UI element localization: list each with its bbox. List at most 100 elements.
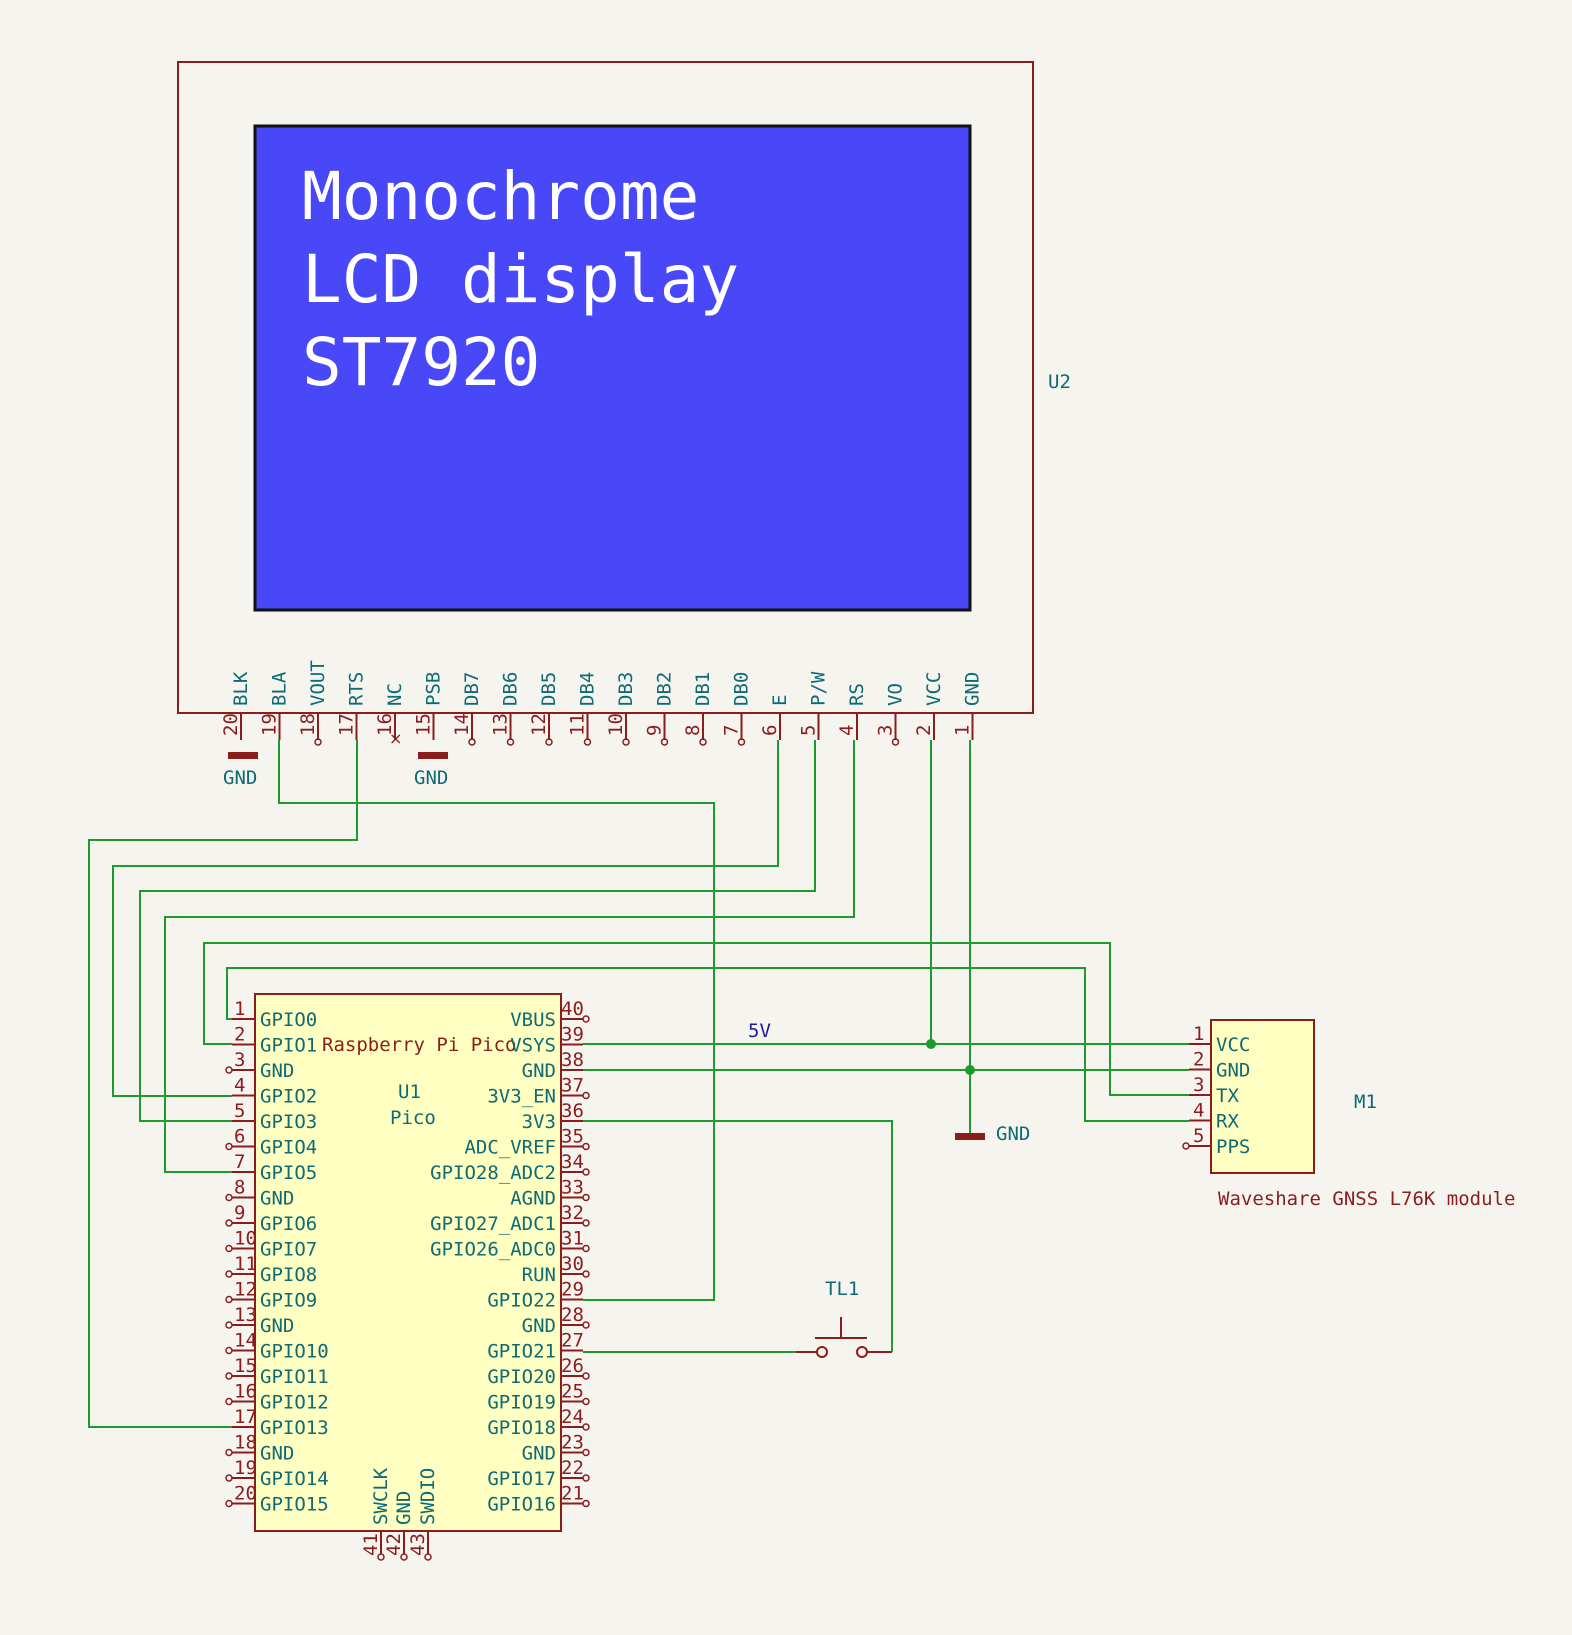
pico-pin-number: 36 (561, 1100, 584, 1122)
pico-pin-name: GPIO9 (260, 1290, 317, 1312)
wire-gpio0-to-gnss-rx (226, 967, 1189, 1122)
pico-pin-number: 16 (234, 1381, 257, 1403)
unconnected-pin-end (468, 738, 476, 746)
pico-pin-name: GPIO28_ADC2 (430, 1162, 556, 1184)
pico-pin-number: 19 (234, 1457, 257, 1479)
lcd-pin-number: 10 (605, 713, 627, 736)
pico-pin-number: 3 (234, 1049, 245, 1071)
pico-pin-number: 25 (561, 1381, 584, 1403)
lcd-pin-number: 2 (913, 725, 935, 736)
pico-pin-name: GPIO21 (487, 1341, 556, 1363)
ground-symbol-main: GND (955, 1070, 1030, 1145)
pico-pin-name: GPIO16 (487, 1494, 556, 1516)
unconnected-pin-end (582, 1219, 590, 1227)
pico-pin-name: GPIO18 (487, 1417, 556, 1439)
unconnected-pin-end (582, 1091, 590, 1100)
lcd-pin-number: 1 (952, 725, 974, 736)
lcd-pin-number: 4 (836, 725, 858, 736)
ground-symbol-lcd-blk: GND (223, 752, 258, 789)
lcd-pin-name: VCC (923, 672, 945, 706)
pico-pin-name: GND (260, 1315, 294, 1337)
pico-pin-name: GPIO13 (260, 1417, 329, 1439)
lcd-pin: RS 4 (836, 683, 868, 740)
pico-pin-number: 40 (561, 998, 584, 1020)
lcd-pin-number: 14 (451, 713, 473, 736)
lcd-screen-line-1: Monochrome (302, 158, 699, 235)
gnss-pin-number: 2 (1193, 1049, 1204, 1071)
pico-pin-number: 17 (234, 1406, 257, 1428)
lcd-pin-number: 8 (682, 725, 704, 736)
pico-body (254, 993, 562, 1532)
pico-pin-name: RUN (522, 1264, 556, 1286)
lcd-pin-name: DB0 (731, 672, 753, 706)
pico-pin-number: 42 (383, 1533, 405, 1556)
ground-symbol-lcd-psb: GND (414, 752, 448, 789)
lcd-pin-number: 20 (220, 713, 242, 736)
wire-group (88, 740, 1189, 1428)
gnss-pin-name: PPS (1216, 1136, 1250, 1158)
lcd-pin-name: DB4 (577, 672, 599, 706)
pico-pin-number: 18 (234, 1432, 257, 1454)
pico-pin-name: GPIO12 (260, 1392, 329, 1414)
lcd-pin-name: DB5 (538, 672, 560, 706)
unconnected-pin-end (582, 1244, 590, 1253)
pico-pin-number: 20 (234, 1483, 257, 1505)
unconnected-pin-end (377, 1553, 385, 1561)
unconnected-pin-end (582, 1270, 590, 1278)
lcd-pin-number: 17 (336, 713, 358, 736)
ground-bar (228, 752, 258, 759)
unconnected-pin-end (225, 1295, 233, 1304)
unconnected-pin-end (582, 1397, 590, 1406)
pico-pin-name: GPIO1 (260, 1035, 317, 1057)
unconnected-pin-end (225, 1193, 233, 1202)
lcd-pin-number: 11 (567, 713, 589, 736)
pico-pin-name: GPIO22 (487, 1290, 556, 1312)
pico-pin-number: 23 (561, 1432, 584, 1454)
lcd-pin-number: 15 (413, 713, 435, 736)
pico-pin-name: GPIO14 (260, 1468, 329, 1490)
pico-pin-number: 27 (561, 1330, 584, 1352)
lcd-pin-name: P/W (808, 671, 830, 706)
junction-gnd (965, 1065, 975, 1075)
unconnected-pin-end (225, 1346, 233, 1355)
lcd-pin-name: VOUT (307, 660, 329, 706)
wire-e-to-gpio2 (112, 740, 779, 1097)
pico-pin-number: 33 (561, 1177, 584, 1199)
lcd-pin-name: RS (846, 683, 868, 706)
lcd-pin: VCC 2 (913, 672, 945, 740)
wire-gpio1-to-gnss-tx (203, 942, 1189, 1096)
lcd-pin-name: DB3 (615, 672, 637, 706)
lcd-pin-number: 5 (798, 725, 820, 736)
pico-pin-number: 32 (561, 1202, 584, 1224)
unconnected-pin-end (582, 1448, 590, 1457)
